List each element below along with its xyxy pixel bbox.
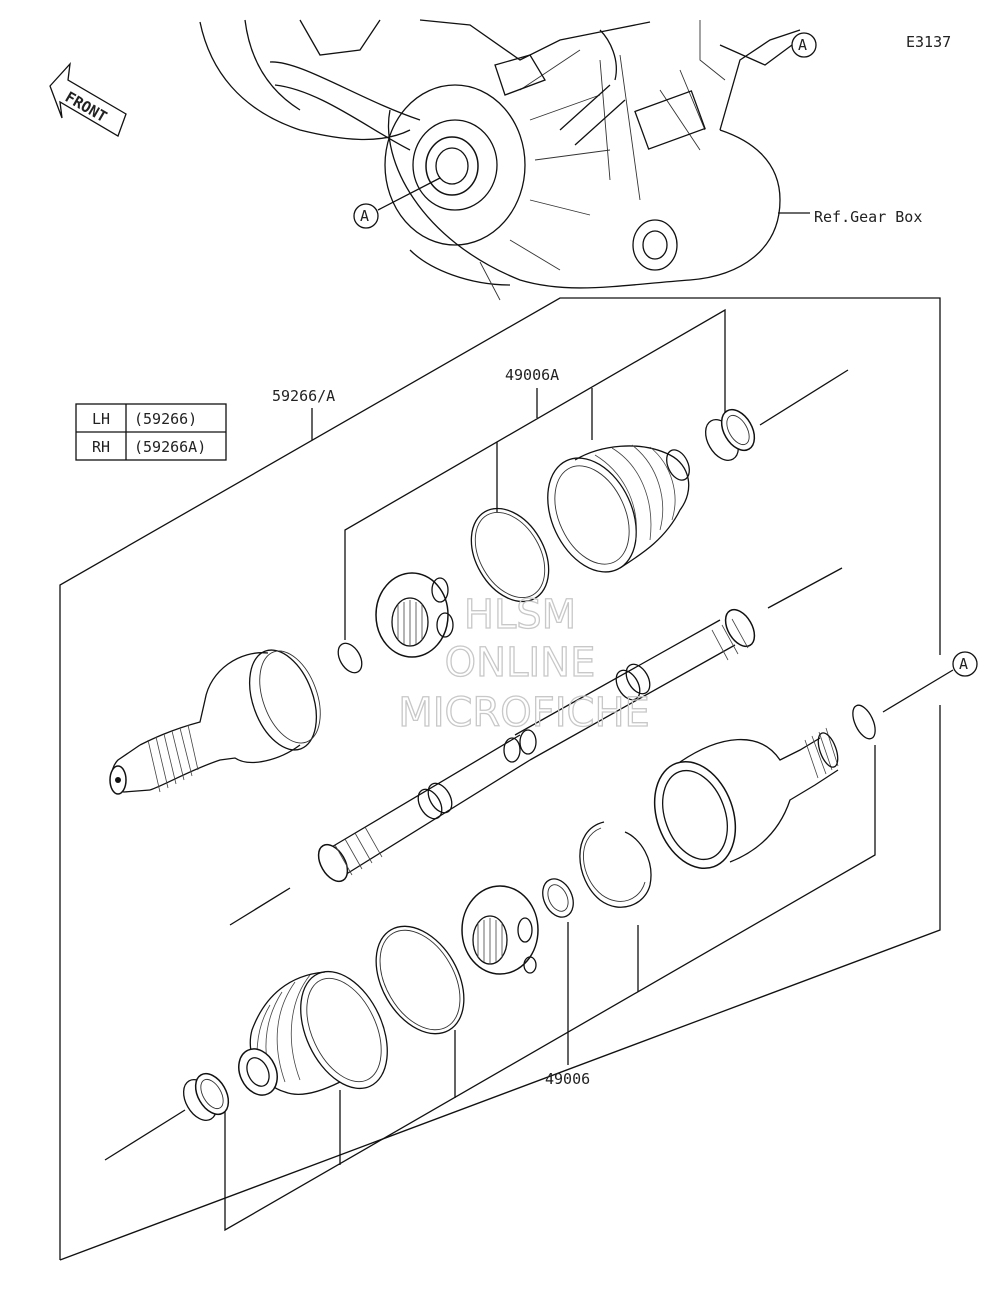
axis-lines [104,369,849,1161]
collar-ring-bottom [182,1072,230,1121]
ref-gear-box-label: Ref.Gear Box [814,208,922,226]
front-arrow-icon: FRONT [49,62,127,137]
inner-cv-joint [653,727,839,870]
svg-text:A: A [360,207,369,225]
front-label: FRONT [62,88,110,126]
boot-band-top [470,507,550,603]
bearing-cage-bottom [461,885,539,975]
callout-a-top: A [719,32,817,66]
circlip [579,821,652,908]
variant-side-lh: LH [92,410,110,428]
variant-table: LH (59266) RH (59266A) [75,403,227,461]
watermark: HLSM ONLINE MICROFICHE [398,591,651,736]
variant-side-rh: RH [92,438,110,456]
bearing-cage-top [375,572,454,658]
callout-a-gearbox: A [353,177,441,229]
svg-text:A: A [798,36,807,54]
diagram-code: E3137 [906,33,951,51]
watermark-line-3: MICROFICHE [398,690,650,736]
variant-part-lh: (59266) [134,410,197,428]
inner-kit-bracket [344,308,726,640]
inner-boot-top [547,444,690,573]
gear-box-illustration [199,19,801,301]
snap-ring-right [852,704,876,740]
outer-cv-joint [109,649,321,795]
watermark-line-1: HLSM [464,592,576,638]
svg-text:A: A [959,655,968,673]
callout-a-right: A [882,651,978,713]
outer-boot-bottom [238,970,388,1096]
assembly-frame [59,297,941,1261]
outer-kit-bracket [224,745,876,1232]
snap-ring-top [337,642,363,674]
watermark-line-2: ONLINE [445,640,596,686]
collar-ring-top [704,408,756,461]
part-number-outer-kit: 49006 [545,1070,590,1088]
part-number-assembly: 59266/A [272,387,335,405]
variant-part-rh: (59266A) [134,438,206,456]
drive-shaft [317,608,756,883]
stop-ring [542,878,574,918]
part-number-inner-kit: 49006A [505,366,559,384]
boot-band-bottom [375,925,465,1035]
